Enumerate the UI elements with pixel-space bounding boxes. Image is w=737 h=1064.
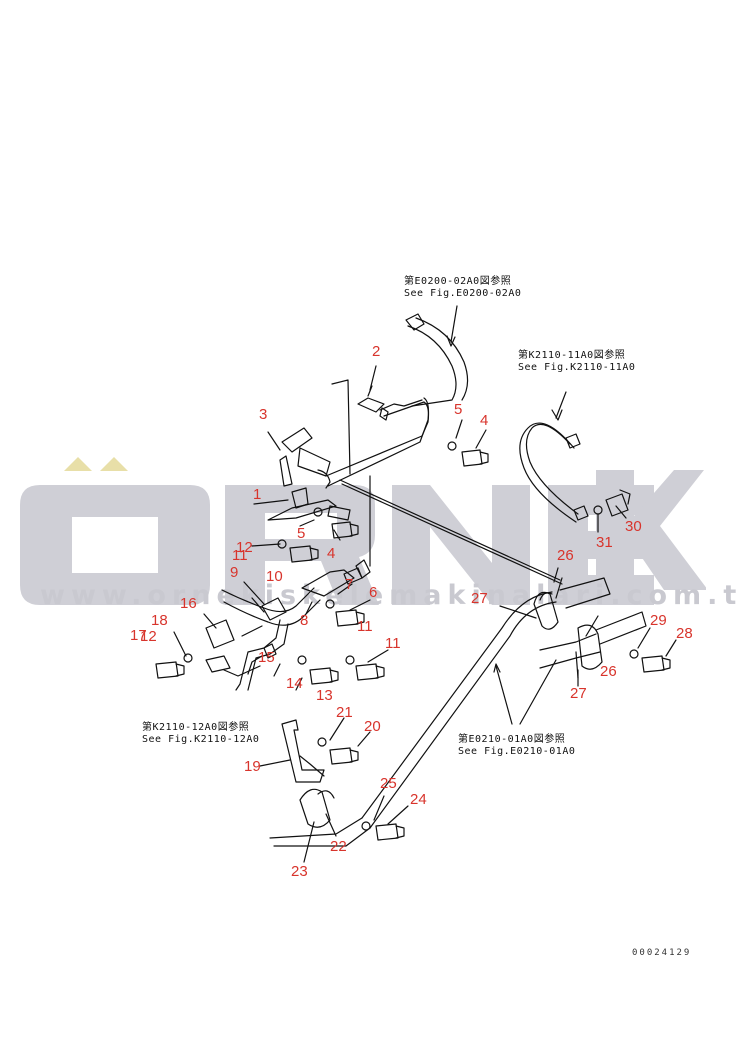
reference-e0200: 第E0200-02A0図参照 See Fig.E0200-02A0 xyxy=(404,276,521,300)
part-label: 5 xyxy=(454,401,463,418)
part-label: 18 xyxy=(151,612,168,629)
part-label: 25 xyxy=(380,775,397,792)
part-label: 12 xyxy=(236,539,253,556)
part-label: 27 xyxy=(570,685,587,702)
reference-k2110-11-jp: 第K2110-11A0図参照 xyxy=(518,350,626,361)
part-label: 8 xyxy=(300,612,309,629)
part-label: 4 xyxy=(327,545,336,562)
part-label: 19 xyxy=(244,758,261,775)
part-label: 5 xyxy=(297,525,306,542)
part-label: 4 xyxy=(480,412,489,429)
part-label: 16 xyxy=(180,595,197,612)
part-label: 11 xyxy=(357,618,373,635)
part-label: 6 xyxy=(369,584,378,601)
part-label: 28 xyxy=(676,625,693,642)
part-label: 9 xyxy=(230,564,239,581)
reference-k2110-11-en: See Fig.K2110-11A0 xyxy=(518,362,636,373)
part-label: 31 xyxy=(596,534,613,551)
part-label: 26 xyxy=(600,663,617,680)
reference-e0200-jp: 第E0200-02A0図参照 xyxy=(404,276,512,287)
part-label: 24 xyxy=(410,791,427,808)
part-label: 11 xyxy=(232,547,248,564)
part-label: 14 xyxy=(286,675,303,692)
reference-k2110-11: 第K2110-11A0図参照 See Fig.K2110-11A0 xyxy=(518,350,635,374)
reference-e0210: 第E0210-01A0図参照 See Fig.E0210-01A0 xyxy=(458,734,575,758)
reference-e0210-jp: 第E0210-01A0図参照 xyxy=(458,734,566,745)
part-label: 17 xyxy=(130,627,147,644)
part-label: 2 xyxy=(372,343,381,360)
part-label: 15 xyxy=(258,649,275,666)
part-label: 1 xyxy=(253,486,262,503)
part-label: 27 xyxy=(471,590,488,607)
part-label: 23 xyxy=(291,863,308,880)
watermark-url: www.ornekiskelemakinalari.com.tr xyxy=(40,580,737,611)
part-label: 12 xyxy=(140,628,157,645)
part-label: 13 xyxy=(316,687,333,704)
part-label: 26 xyxy=(557,547,574,564)
reference-k2110-12-en: See Fig.K2110-12A0 xyxy=(142,734,260,745)
part-label: 20 xyxy=(364,718,381,735)
part-label: 10 xyxy=(266,568,283,585)
part-label: 21 xyxy=(336,704,353,721)
reference-e0210-en: See Fig.E0210-01A0 xyxy=(458,746,576,757)
reference-e0200-en: See Fig.E0200-02A0 xyxy=(404,288,522,299)
drawing-code: 00024129 xyxy=(632,948,692,958)
part-label: 11 xyxy=(385,635,401,652)
part-label: 3 xyxy=(259,406,268,423)
reference-k2110-12-jp: 第K2110-12A0図参照 xyxy=(142,722,250,733)
part-label: 30 xyxy=(625,518,642,535)
reference-k2110-12: 第K2110-12A0図参照 See Fig.K2110-12A0 xyxy=(142,722,259,746)
part-label: 29 xyxy=(650,612,667,629)
part-label: 7 xyxy=(345,576,354,593)
part-label: 22 xyxy=(330,838,347,855)
